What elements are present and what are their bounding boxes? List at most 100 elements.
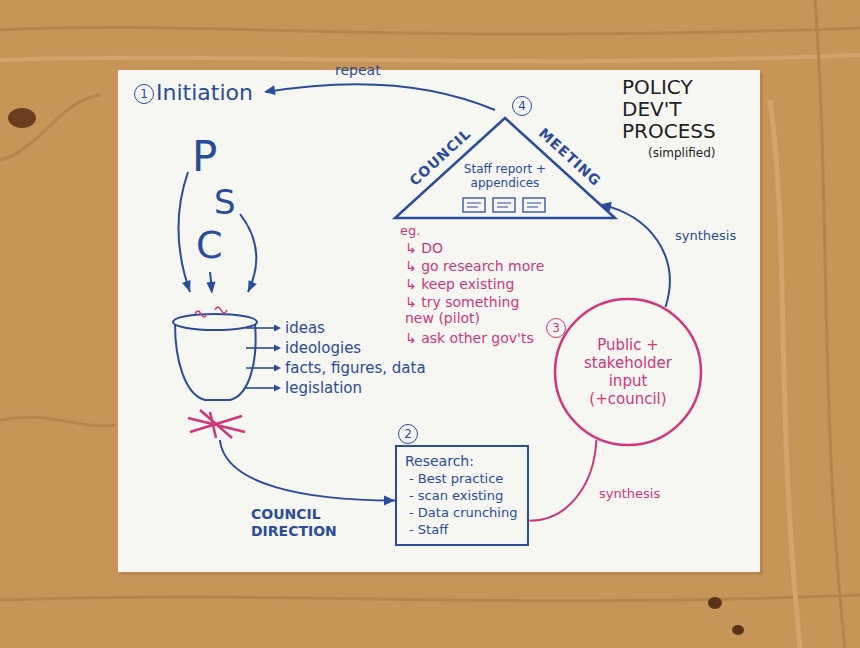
- roof-label-holder: MEETING: [536, 125, 604, 189]
- stage-circle: Public + stakeholder input(+council): [553, 297, 703, 447]
- option-item-holder: ↳ keep existing: [405, 276, 514, 292]
- callout-number-holder: 1: [134, 84, 154, 104]
- box-item: - Best practice: [405, 470, 517, 487]
- document-lines: [467, 203, 481, 207]
- subtitle-note: (simplified): [648, 146, 715, 160]
- wood-grain: [0, 417, 115, 426]
- fire-symbol: [188, 410, 245, 438]
- arrow-head: [384, 496, 395, 506]
- wood-grain: [0, 595, 860, 601]
- text-column: ideasideologiesfacts, figures, datalegis…: [285, 318, 426, 398]
- note-label-holder: eg.: [400, 223, 420, 238]
- pot-node: ideasideologiesfacts, figures, datalegis…: [170, 300, 460, 440]
- wood-grain: [0, 55, 860, 61]
- pot-output-text: ideologies: [285, 338, 426, 358]
- paper-sheet: [118, 70, 760, 572]
- arrow-head: [274, 365, 281, 372]
- document-lines: [497, 203, 511, 207]
- edge-label: COUNCIL DIRECTION: [250, 506, 362, 540]
- output-arrow: [246, 367, 276, 369]
- box-heading: Research:: [405, 452, 517, 470]
- output-arrow: [246, 327, 276, 329]
- edge-label: synthesis: [598, 486, 661, 501]
- repeat-arrow: [266, 84, 495, 110]
- letter-label: P: [192, 132, 217, 182]
- output-arrow: [246, 387, 276, 389]
- connector-line: [600, 204, 670, 307]
- edge-label: synthesis: [674, 228, 737, 243]
- connector-line: [220, 440, 395, 501]
- wood-grain: [815, 0, 845, 648]
- wood-knot: [732, 625, 744, 635]
- house-text-holder: Staff report + appendices: [455, 162, 555, 190]
- box-item: - Data crunching: [405, 504, 517, 521]
- document-icon: [493, 198, 515, 212]
- circle-text: (+council): [572, 390, 684, 408]
- wood-knot: [8, 108, 36, 128]
- option-item: ↳ DO: [405, 240, 443, 256]
- option-item: ↳ try something new (pilot): [405, 294, 545, 326]
- letter-label-holder: S: [214, 182, 236, 222]
- wood-grain: [770, 100, 800, 648]
- steam-mark: [215, 307, 227, 313]
- meeting-house: COUNCILMEETINGStaff report + appendices: [395, 100, 615, 218]
- arrow-label-holder: repeat: [335, 62, 381, 78]
- arrow-head: [248, 280, 257, 292]
- flow-arrow: [178, 172, 190, 292]
- circle-text: Public + stakeholder input: [572, 336, 684, 390]
- letter-label: C: [196, 222, 223, 268]
- connector: [220, 440, 395, 506]
- arrow-head: [182, 280, 190, 292]
- note-label: eg.: [400, 223, 420, 238]
- document-icon: [463, 198, 485, 212]
- option-item-holder: ↳ try something new (pilot): [405, 294, 545, 326]
- option-item-holder: ↳ ask other gov'ts: [405, 330, 534, 346]
- circle-border: [555, 299, 701, 445]
- option-item-holder: ↳ DO: [405, 240, 443, 256]
- option-item-holder: ↳ go research more: [405, 258, 544, 274]
- wood-knot: [708, 597, 722, 609]
- triangle-border: [395, 118, 615, 218]
- process-box: Research:- Best practice- scan existing-…: [395, 445, 529, 546]
- roof-label: MEETING: [536, 125, 604, 189]
- callout-number: 1: [134, 84, 154, 104]
- wood-grain: [0, 95, 100, 160]
- pot-output-text: ideas: [285, 318, 426, 338]
- option-item: ↳ keep existing: [405, 276, 514, 292]
- callout-number-holder: 2: [398, 424, 418, 444]
- output-arrow: [246, 347, 276, 349]
- document-icon: [523, 198, 545, 212]
- arrow-label: repeat: [335, 62, 381, 78]
- arrow-head: [207, 282, 216, 294]
- arrow-head: [274, 345, 281, 352]
- edge-label-holder: COUNCIL DIRECTION: [250, 506, 362, 540]
- connector: [529, 440, 596, 521]
- box-item: - scan existing: [405, 487, 517, 504]
- arrow-head: [274, 385, 281, 392]
- pot-rim: [173, 314, 257, 330]
- flow-arrow: [240, 214, 256, 292]
- edge-label-holder: synthesis: [598, 486, 661, 501]
- option-item: ↳ ask other gov'ts: [405, 330, 534, 346]
- text-column: Public + stakeholder input(+council): [572, 336, 684, 408]
- callout-number-holder: 3: [546, 318, 566, 338]
- callout-number-holder: 4: [512, 96, 532, 116]
- callout-number: 4: [512, 96, 532, 116]
- subtitle-note-holder: (simplified): [648, 146, 715, 160]
- box-item: - Staff: [405, 521, 517, 538]
- letter-label-holder: P: [192, 132, 217, 182]
- pot-body: [175, 324, 256, 400]
- stage-label-holder: Initiation: [156, 80, 253, 105]
- arrow-head: [264, 85, 276, 95]
- steam-mark: [195, 311, 207, 317]
- document-lines: [527, 203, 541, 207]
- callout-number: 2: [398, 424, 418, 444]
- pot-output-text: facts, figures, data: [285, 358, 426, 378]
- connector-line: [529, 440, 596, 521]
- title-holder: POLICY DEV'T PROCESS: [622, 76, 757, 142]
- callout-number: 3: [546, 318, 566, 338]
- letter-label: S: [214, 182, 236, 222]
- diagram-title: POLICY DEV'T PROCESS: [622, 76, 757, 142]
